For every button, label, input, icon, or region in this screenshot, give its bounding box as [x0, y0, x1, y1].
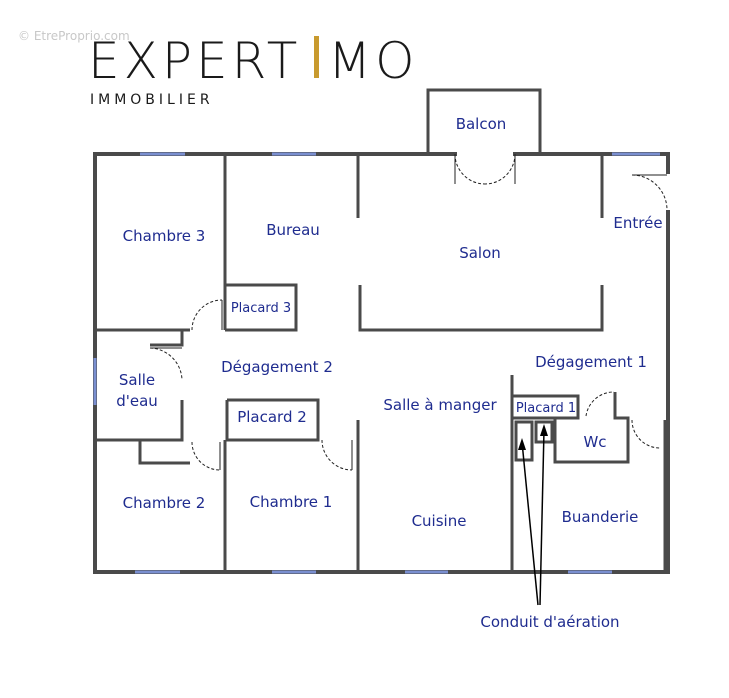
label-entree: Entrée: [613, 214, 662, 232]
interior-walls: [95, 154, 667, 572]
label-salon: Salon: [459, 244, 501, 262]
label-chambre-1: Chambre 1: [250, 493, 333, 511]
label-degagement-2: Dégagement 2: [221, 358, 333, 376]
label-chambre-2: Chambre 2: [123, 494, 206, 512]
watermark: © EtreProprio.com: [18, 29, 130, 43]
brand-logo: EXPERT MO IMMOBILIER: [88, 32, 419, 108]
label-bureau: Bureau: [266, 221, 320, 239]
room-labels: Balcon Chambre 3 Bureau Salon Entrée Pla…: [116, 115, 662, 631]
brand-subtitle: IMMOBILIER: [90, 92, 214, 108]
label-balcon: Balcon: [456, 115, 507, 133]
label-buanderie: Buanderie: [562, 508, 639, 526]
doors: [149, 153, 668, 471]
label-wc: Wc: [583, 433, 606, 451]
brand-name-part1: EXPERT: [88, 32, 301, 90]
windows: [93, 152, 660, 574]
balcony-outline: [426, 88, 542, 155]
brand-name-part2: MO: [328, 32, 419, 90]
label-salle-a-manger: Salle à manger: [383, 396, 497, 414]
label-salle-deau-1: Salle: [119, 371, 155, 389]
duct-arrows: [518, 424, 548, 606]
label-cuisine: Cuisine: [412, 512, 467, 530]
label-salle-deau-2: d'eau: [116, 392, 158, 410]
label-chambre-3: Chambre 3: [123, 227, 206, 245]
label-conduit-aeration: Conduit d'aération: [480, 613, 619, 631]
label-placard-1: Placard 1: [516, 401, 576, 416]
label-placard-2: Placard 2: [237, 408, 307, 426]
label-degagement-1: Dégagement 1: [535, 353, 647, 371]
label-placard-3: Placard 3: [231, 301, 291, 316]
brand-accent-bar: [314, 36, 319, 78]
